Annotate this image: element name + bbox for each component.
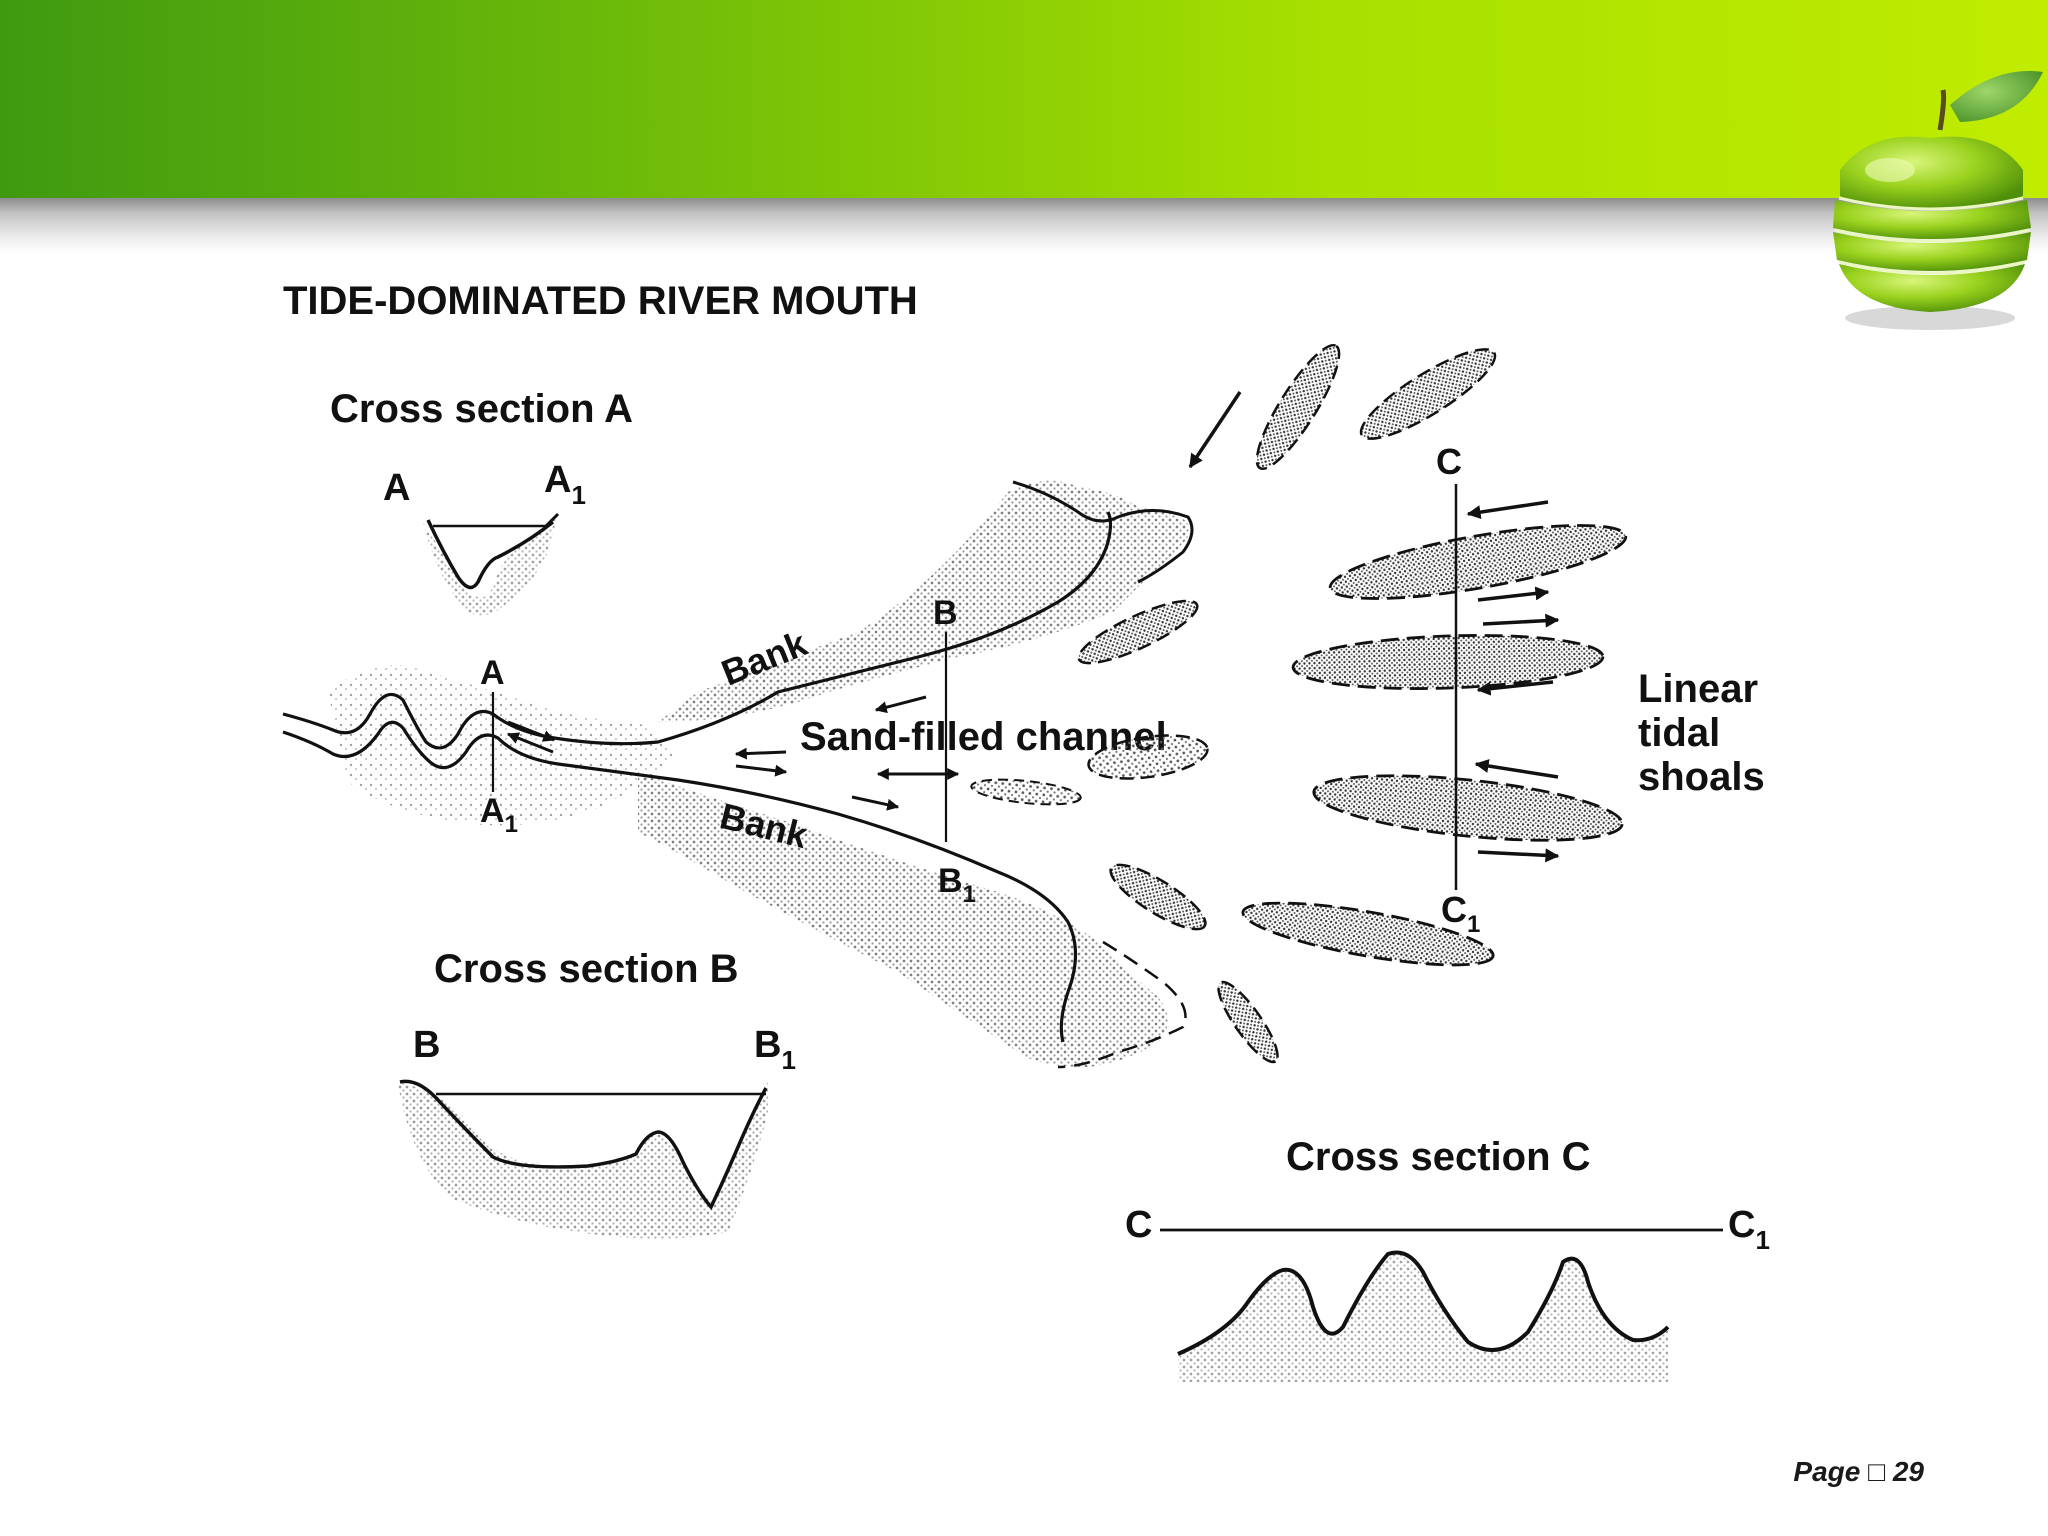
- plan-c1-label: C1: [1441, 889, 1480, 938]
- plan-a-label: A: [480, 654, 505, 692]
- cross-section-b-profile: [398, 1079, 768, 1239]
- cross-section-c-title: Cross section C: [1286, 1135, 1591, 1179]
- banner-shadow: [0, 198, 2048, 254]
- box-glyph-icon: □: [1868, 1456, 1886, 1487]
- page-number: Page □ 29: [1793, 1456, 1924, 1488]
- diagram-title: TIDE-DOMINATED RIVER MOUTH: [283, 279, 918, 323]
- plan-c-label: C: [1436, 441, 1462, 482]
- page-number-value: 29: [1892, 1456, 1924, 1487]
- section-c-left-label: C: [1125, 1204, 1152, 1246]
- apple-logo-icon: [1833, 70, 2043, 330]
- tide-river-mouth-figure: TIDE-DOMINATED RIVER MOUTH Cross section…: [258, 252, 1792, 1442]
- plan-a1-label: A1: [480, 792, 518, 838]
- cross-section-c-profile: [1160, 1228, 1723, 1382]
- section-c-right-label: C1: [1728, 1204, 1770, 1255]
- section-a-left-label: A: [383, 467, 410, 509]
- diagram-canvas: TIDE-DOMINATED RIVER MOUTH Cross section…: [282, 279, 1770, 1382]
- section-b-right-label: B1: [754, 1024, 796, 1075]
- top-banner: [0, 0, 2048, 200]
- page-label: Page: [1793, 1456, 1861, 1487]
- plan-b-label: B: [933, 594, 958, 632]
- section-b-left-label: B: [413, 1024, 440, 1066]
- plan-b1-label: B1: [938, 862, 976, 908]
- linear-tidal-shoals-label: Linear tidal shoals: [1638, 667, 1769, 799]
- cross-section-b-title: Cross section B: [434, 947, 739, 991]
- section-a-right-label: A1: [544, 459, 586, 510]
- cross-section-a-title: Cross section A: [330, 387, 633, 431]
- cross-section-a-profile: [423, 512, 560, 616]
- estuary-plan-view: A A1 B B1 Bank Bank Sand-filled channel: [282, 343, 1769, 1069]
